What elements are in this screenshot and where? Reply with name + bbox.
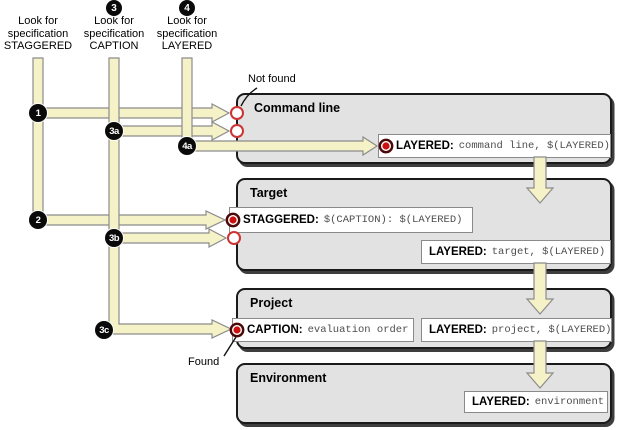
found-marker-icon <box>229 322 245 338</box>
step-badge-3c: 3c <box>95 321 113 339</box>
spec-entry-layered-environment: LAYERED: environment <box>464 391 608 413</box>
flow-arrow-down-1 <box>525 156 555 204</box>
lookup-arrow-3a <box>113 121 231 141</box>
spec-value: evaluation order <box>307 324 409 336</box>
spec-value: project, $(LAYERED) <box>491 324 612 336</box>
step-badge-3b: 3b <box>105 229 123 247</box>
spec-value: target, $(LAYERED) <box>491 246 606 258</box>
step-badge-1: 1 <box>29 104 47 122</box>
spec-entry-caption: CAPTION: evaluation order <box>232 318 414 342</box>
spec-entry-layered-command-line: LAYERED: command line, $(LAYERED) <box>378 134 611 158</box>
not-found-pointer-line <box>240 87 258 107</box>
caption-line-and-arrow-3c <box>108 57 233 339</box>
step-badge-4a: 4a <box>178 137 196 155</box>
not-found-marker-icon <box>230 106 244 120</box>
found-pointer-line <box>223 336 237 357</box>
spec-entry-layered-target: LAYERED: target, $(LAYERED) <box>421 240 611 264</box>
scope-title-project: Project <box>250 296 293 310</box>
step-badge-3a: 3a <box>105 122 123 140</box>
spec-entry-layered-project: LAYERED: project, $(LAYERED) <box>421 318 612 342</box>
spec-keyword: LAYERED: <box>429 246 487 258</box>
lookup-label-caption: Look for specification CAPTION <box>83 15 145 52</box>
step-badge-2: 2 <box>29 211 47 229</box>
spec-keyword: LAYERED: <box>396 140 454 152</box>
lookup-label-layered: Look for specification LAYERED <box>156 15 218 52</box>
lookup-arrow-3b <box>113 228 228 248</box>
spec-value: environment <box>534 396 605 408</box>
spec-value: command line, $(LAYERED) <box>458 140 610 152</box>
step-badge-3: 3 <box>106 0 122 16</box>
spec-entry-staggered: STAGGERED: $(CAPTION): $(LAYERED) <box>229 207 473 233</box>
spec-keyword: LAYERED: <box>429 324 487 336</box>
scope-title-target: Target <box>250 186 288 200</box>
lookup-label-staggered: Look for specification STAGGERED <box>3 15 73 52</box>
spec-keyword: CAPTION: <box>247 324 303 336</box>
found-marker-icon <box>225 212 241 228</box>
lookup-arrow-1 <box>37 103 231 123</box>
spec-keyword: STAGGERED: <box>243 214 319 226</box>
found-label: Found <box>188 356 220 368</box>
scope-title-environment: Environment <box>250 371 327 385</box>
spec-value: $(CAPTION): $(LAYERED) <box>323 214 463 226</box>
scope-title-command-line: Command line <box>254 101 341 115</box>
flow-arrow-down-2 <box>525 262 555 315</box>
found-marker-icon <box>378 138 394 154</box>
flow-arrow-down-3 <box>525 340 555 389</box>
step-badge-4: 4 <box>179 0 195 16</box>
layered-line-and-arrow-4a <box>181 57 379 157</box>
not-found-marker-icon <box>227 231 241 245</box>
spec-keyword: LAYERED: <box>472 396 530 408</box>
not-found-marker-icon <box>230 124 244 138</box>
not-found-label: Not found <box>248 73 296 85</box>
